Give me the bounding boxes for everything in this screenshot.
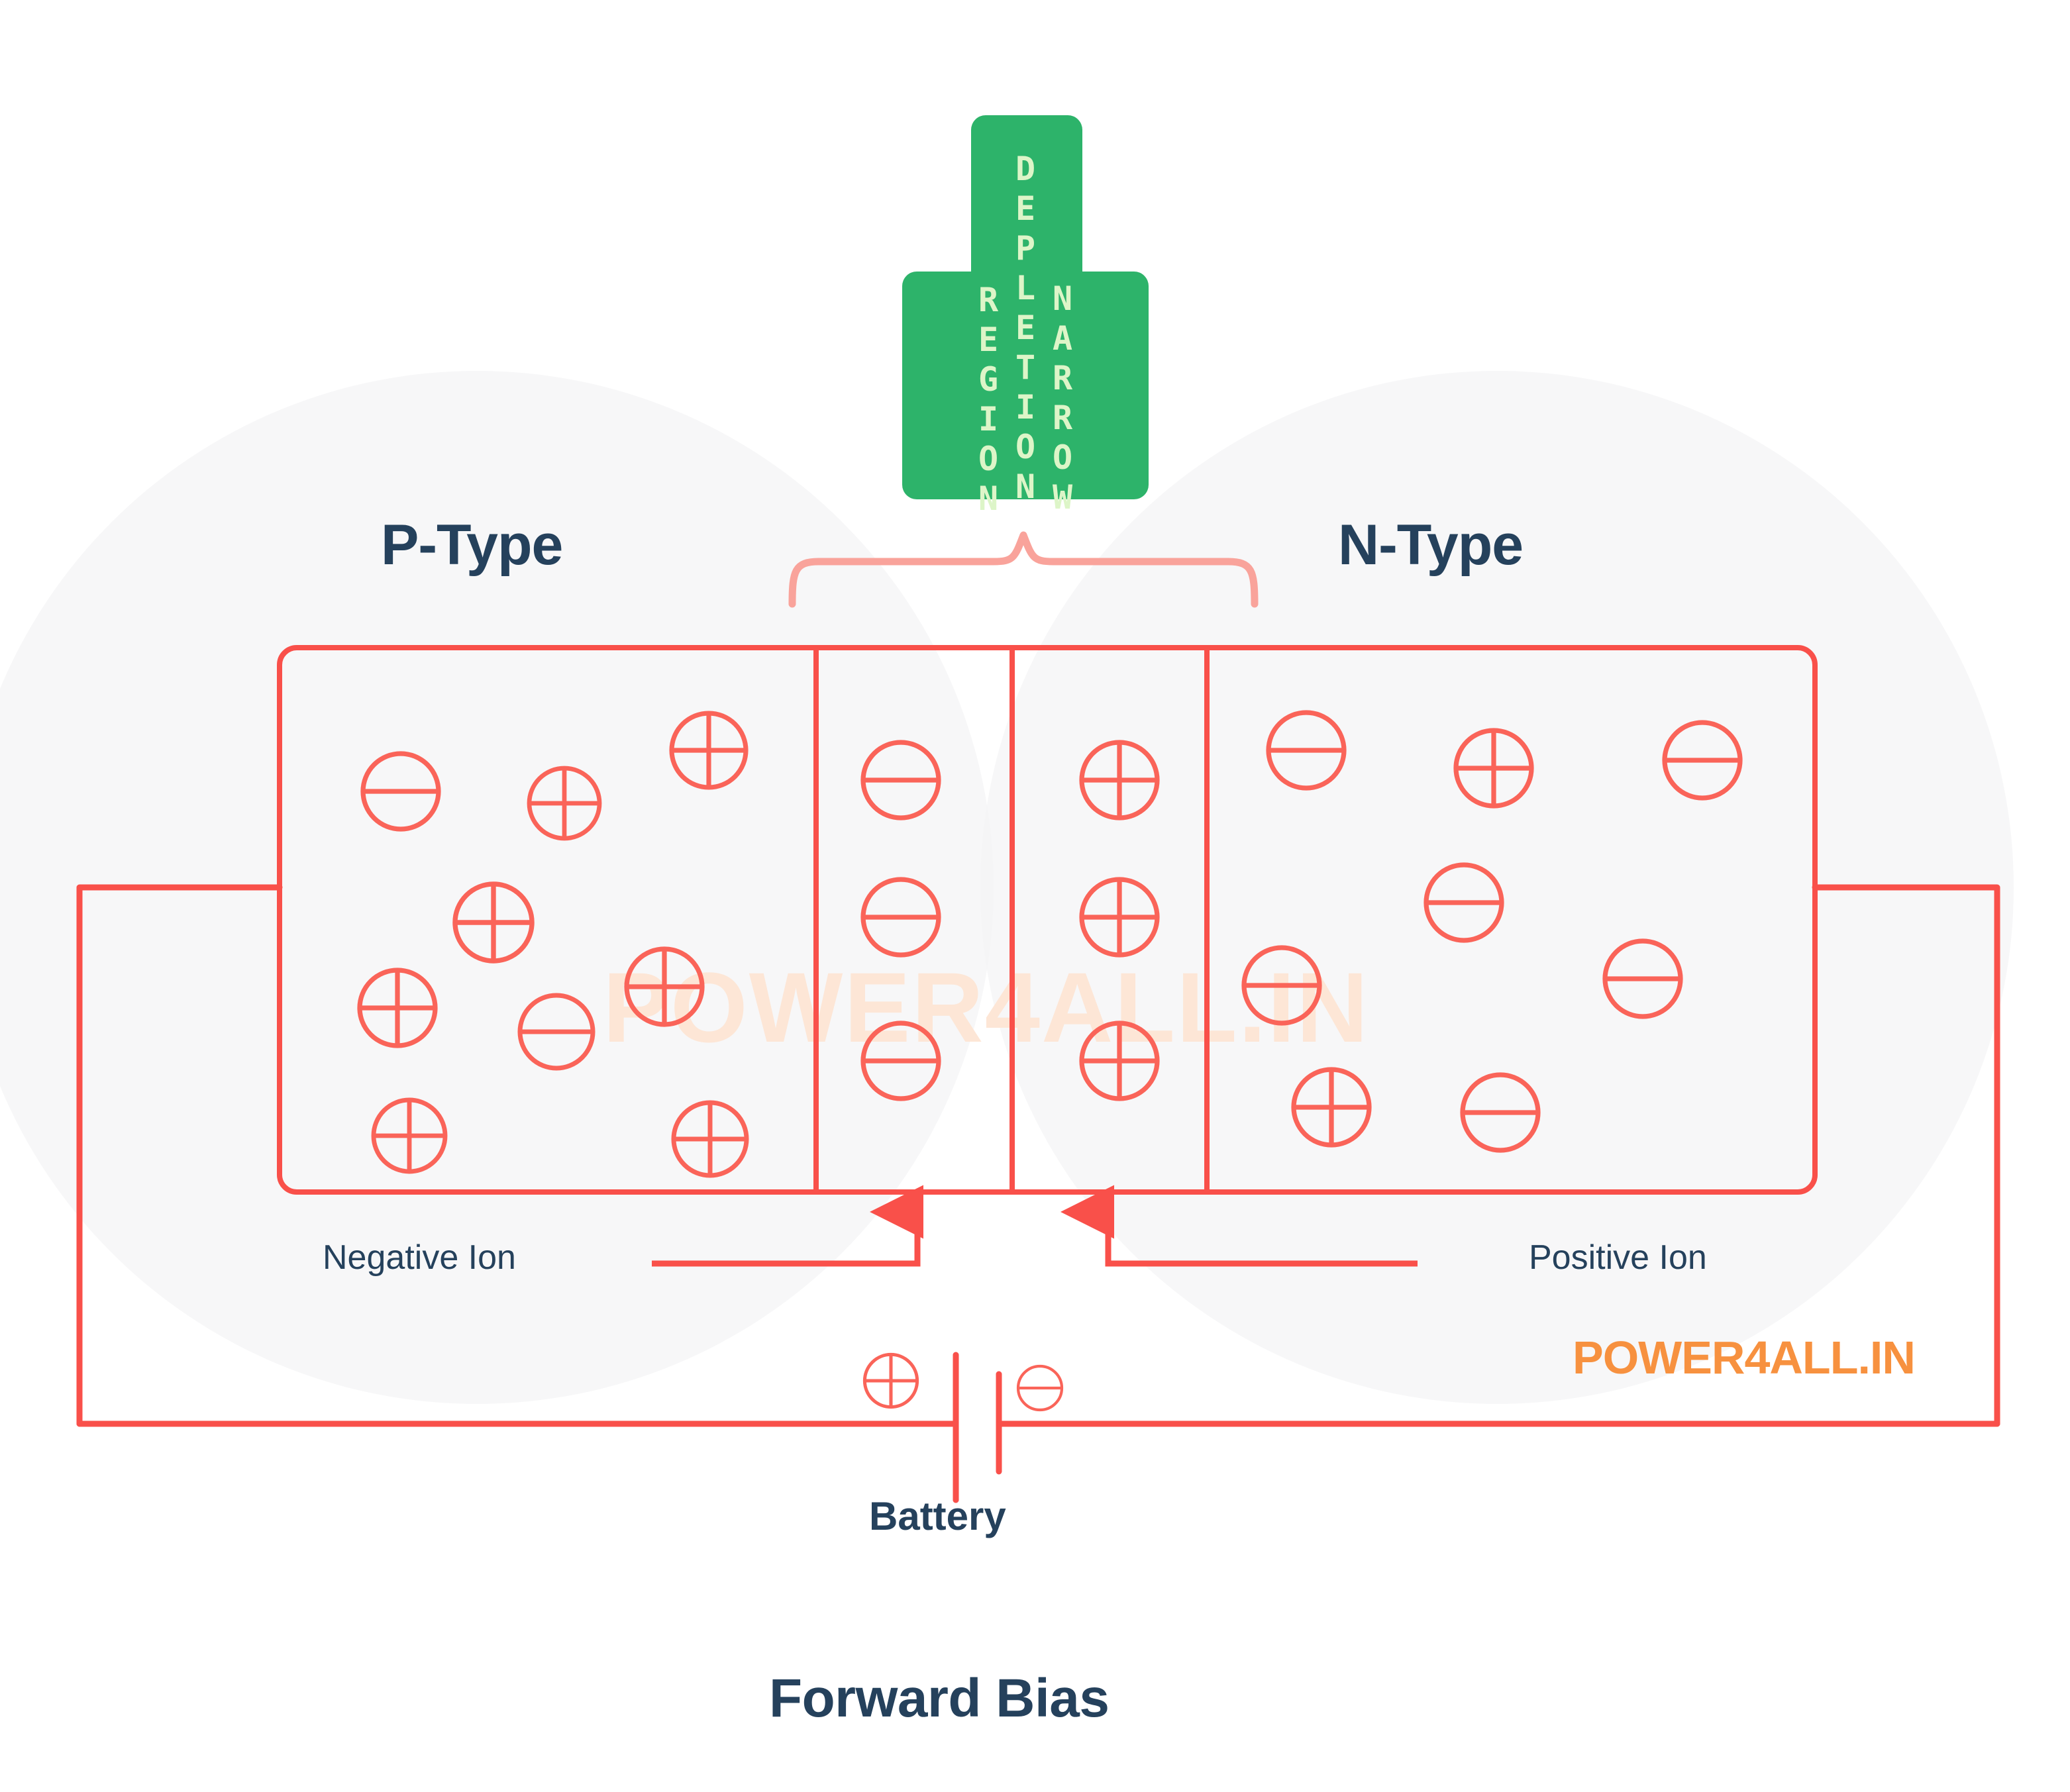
positive-ion-icon [627,949,702,1024]
positive-ion-icon [1294,1070,1369,1145]
positive-ion-icon [674,1103,747,1175]
positive-ion-label: Positive Ion [1529,1238,1707,1277]
semiconductor-bar [277,645,1818,1195]
badge-tab-body [902,272,1149,499]
positive-ion-icon [1082,742,1157,818]
negative-ion-icon [1605,941,1681,1017]
forward-bias-title: Forward Bias [769,1668,1110,1728]
negative-ion-icon [1268,713,1344,788]
battery-label: Battery [869,1494,1006,1538]
positive-ion-icon [1456,730,1531,806]
positive-ion-icon [1082,1023,1157,1099]
ion-group-n-type [1244,713,1740,1150]
ion-layer [360,713,1740,1175]
negative-ion-icon [363,754,439,829]
battery-symbol [888,1352,1043,1503]
power4all-logo: POWER4ALL.IN [1573,1332,1916,1383]
ion-group-depletion-left [863,742,939,1099]
negative-ion-leader [652,1185,923,1267]
positive-ion-icon [360,970,435,1046]
positive-ion-icon [374,1100,445,1171]
watermark-text: POWER4ALL.IN [603,952,1370,1063]
badge-word-depletion: DEPLETION [1006,150,1045,507]
ion-group-p-type [360,713,747,1175]
p-type-label: P-Type [381,513,563,577]
narrow-depletion-region-badge: NARROW DEPLETION REGION [902,115,1149,519]
positive-ion-icon [455,884,532,961]
positive-ion-leader [1061,1185,1418,1267]
positive-ion-icon [672,713,746,787]
ion-group-depletion-right [1082,742,1157,1099]
negative-ion-icon [1244,948,1320,1023]
negative-ion-icon [863,1023,939,1099]
battery-plus-icon [864,1354,917,1407]
battery-minus-icon [1018,1366,1062,1410]
negative-ion-icon [1463,1075,1538,1150]
negative-ion-label: Negative Ion [323,1238,516,1277]
badge-word-region: REGION [969,281,1008,519]
badge-word-narrow: NARROW [1043,279,1082,518]
negative-ion-icon [863,879,939,955]
negative-ion-icon [863,742,939,818]
positive-ion-icon [1082,879,1157,955]
positive-ion-icon [529,768,599,838]
badge-text-stack: NARROW DEPLETION REGION [902,115,1149,519]
n-type-label: N-Type [1338,513,1524,577]
negative-ion-icon [1665,722,1740,798]
depletion-brace [788,531,1259,608]
negative-ion-icon [1426,865,1502,940]
negative-ion-icon [520,995,593,1068]
